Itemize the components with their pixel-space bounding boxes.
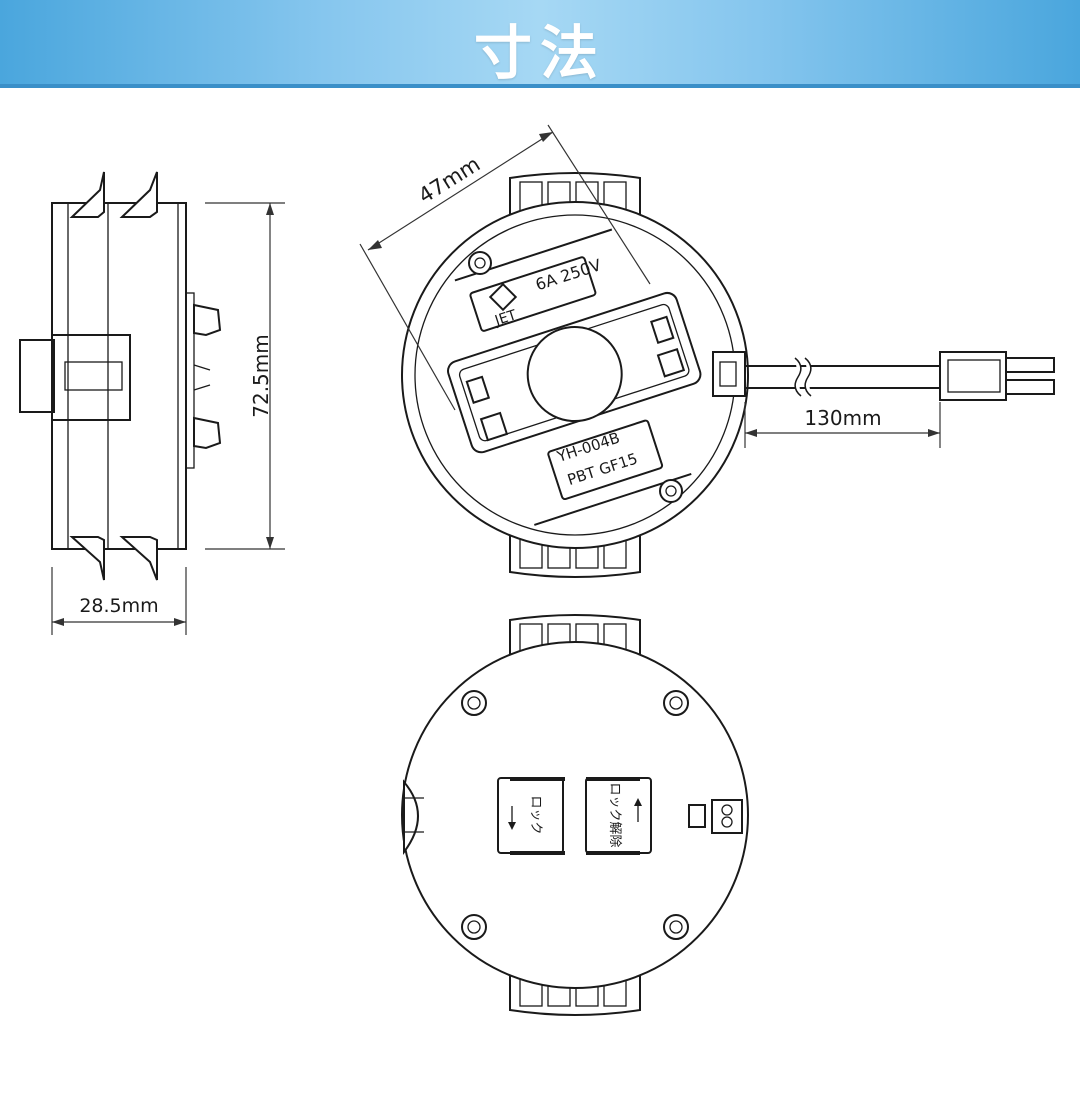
side-view (19, 171, 285, 635)
front-view (359, 124, 1055, 578)
header-banner: 寸法 (0, 0, 1080, 88)
certification-label: JET (492, 307, 519, 329)
lock-button-label: ロック (528, 795, 543, 834)
cable-length-label: 130mm (804, 406, 881, 430)
back-view (401, 614, 749, 1016)
depth-dimension-label: 28.5mm (79, 595, 158, 617)
unlock-button-label: ロック解除 (607, 782, 622, 847)
width-dimension-label: 47mm (414, 152, 484, 208)
page-title: 寸法 (473, 19, 606, 87)
height-dimension-label: 72.5mm (249, 334, 273, 418)
